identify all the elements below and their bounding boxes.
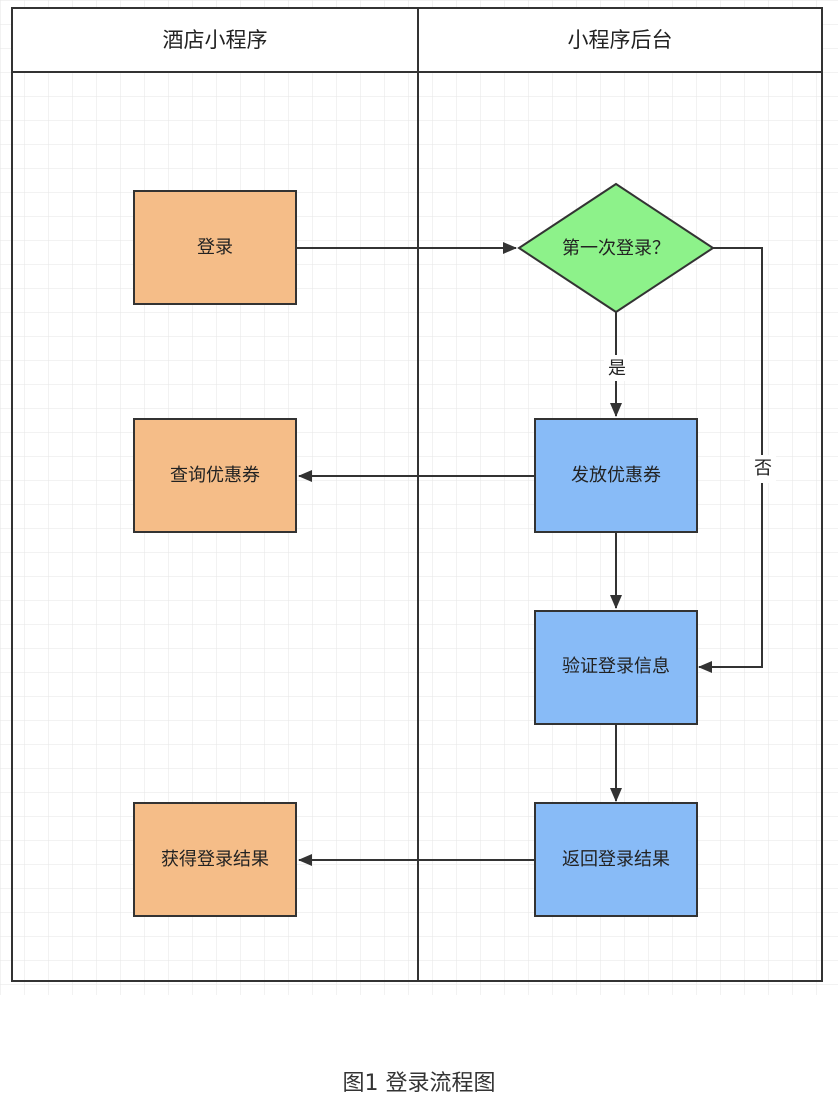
node-first-login-label: 第一次登录？ [562, 238, 670, 259]
node-get-result: 获得登录结果 [133, 802, 297, 917]
node-verify-login-box [534, 610, 698, 725]
figure-caption: 图1 登录流程图 [342, 1071, 496, 1096]
lane-header-left [13, 9, 417, 71]
node-login: 登录 [133, 190, 297, 305]
yes-label-bg [604, 355, 630, 381]
node-login-label: 登录 [197, 237, 233, 258]
flowchart-diagram: 酒店小程序 小程序后台 是 否 登录 查询优惠券 获得登录结果 第一次登录？ 发… [0, 0, 838, 995]
node-query-coupon-label: 查询优惠券 [170, 465, 260, 486]
node-return-result-box [534, 802, 698, 917]
node-query-coupon: 查询优惠券 [133, 418, 297, 533]
node-login-box [133, 190, 297, 305]
node-issue-coupon: 发放优惠券 [534, 418, 698, 533]
node-verify-login: 验证登录信息 [534, 610, 698, 725]
node-get-result-label: 获得登录结果 [161, 849, 269, 870]
no-label-bg [750, 455, 776, 483]
edge-label-yes: 是 [608, 358, 626, 379]
node-return-result-label: 返回登录结果 [562, 849, 670, 870]
node-get-result-box [133, 802, 297, 917]
node-issue-coupon-label: 发放优惠券 [571, 465, 661, 486]
node-first-login-decision: 第一次登录？ [517, 182, 715, 314]
decision-diamond [517, 182, 715, 314]
node-verify-login-label: 验证登录信息 [562, 656, 670, 677]
lane-header-right [419, 9, 821, 71]
node-query-coupon-box [133, 418, 297, 533]
edge-label-no: 否 [754, 458, 772, 479]
node-issue-coupon-box [534, 418, 698, 533]
lane-title-miniprogram-backend: 小程序后台 [568, 28, 673, 52]
node-return-result: 返回登录结果 [534, 802, 698, 917]
lane-title-hotel-miniprogram: 酒店小程序 [163, 28, 268, 52]
